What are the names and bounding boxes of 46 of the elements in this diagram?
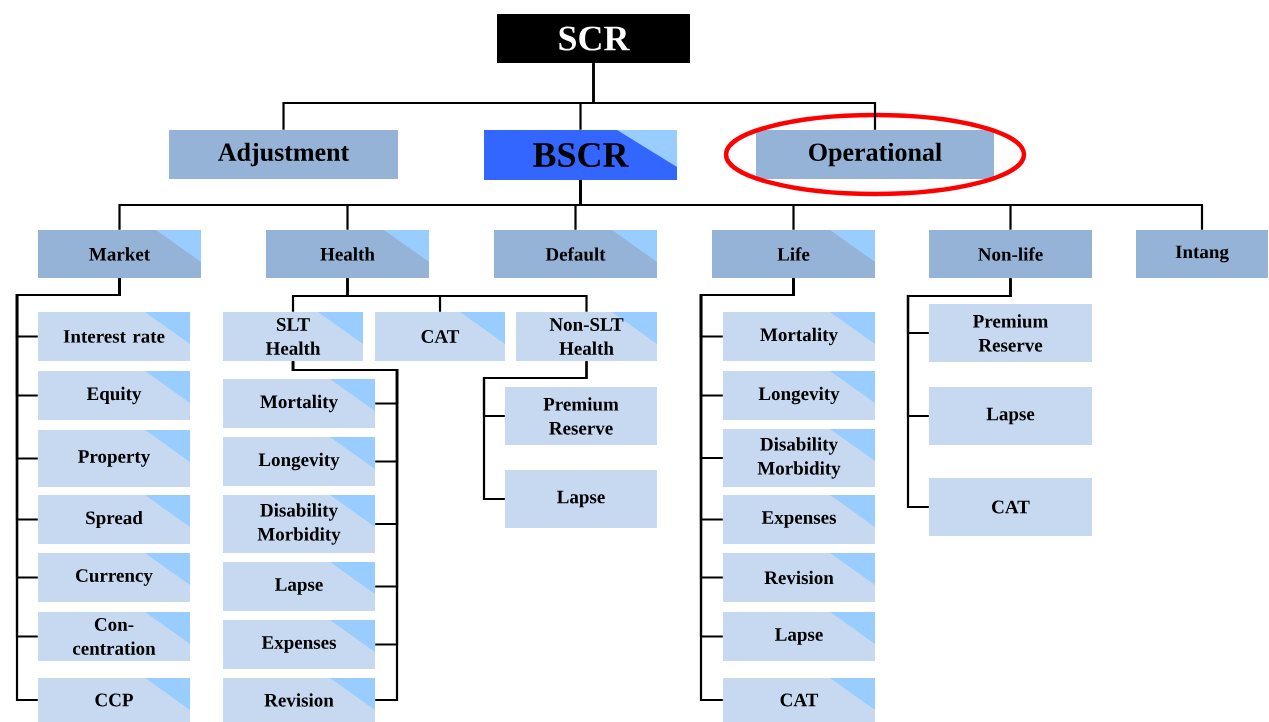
root-box: SCR [497,14,690,63]
module-box: Lapse [929,387,1092,445]
module-box: Premium Reserve [929,304,1092,362]
module-box: Property [38,430,190,487]
connector-line [482,361,588,501]
module-box: CAT [929,478,1092,536]
category-box: Non-life [929,230,1092,278]
module-box: Lapse [723,612,875,661]
connector-line [906,278,1012,509]
category-box: Market [38,230,201,278]
module-box: Expenses [223,620,375,669]
connector-line [592,63,877,130]
category-box: Adjustment [169,130,398,179]
module-box: Currency [38,553,190,602]
connector-line [15,278,121,702]
module-box: Mortality [723,312,875,361]
connector-line [699,278,795,702]
module-box: Lapse [223,562,375,611]
module-box: Disability Morbidity [723,429,875,487]
module-box: CAT [375,312,505,361]
module-box: Spread [38,495,190,544]
module-box: Expenses [723,495,875,544]
module-box: Longevity [723,371,875,420]
module-box: Premium Reserve [505,387,657,445]
connector-line [291,361,399,702]
category-box: BSCR [484,130,677,180]
category-box: Life [712,230,875,278]
module-box: SLT Health [223,312,363,361]
module-box: Revision [723,553,875,602]
module-box: Equity [38,371,190,420]
module-box: Con- centration [38,612,190,661]
connector-line [346,278,588,312]
module-box: Non-SLT Health [516,312,657,361]
category-box: Intang [1136,230,1268,278]
connector-line [579,180,1204,230]
module-box: Interest rate [38,312,190,361]
module-box: Disability Morbidity [223,495,375,553]
module-box: Revision [223,678,375,722]
module-box: Lapse [505,470,657,528]
module-box: CCP [38,678,190,722]
category-box: Operational [756,130,994,179]
module-box: Mortality [223,379,375,428]
module-box: CAT [723,678,875,722]
category-box: Health [266,230,429,278]
module-box: Longevity [223,437,375,486]
category-box: Default [494,230,657,278]
